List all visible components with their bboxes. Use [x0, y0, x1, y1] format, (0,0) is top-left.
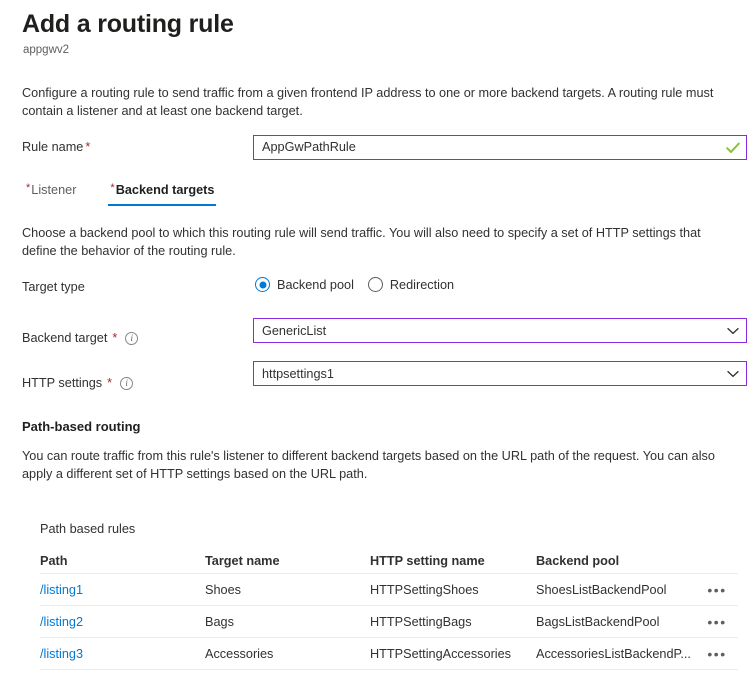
cell-actions: •••: [704, 617, 738, 627]
radio-redirection-label: Redirection: [389, 277, 455, 292]
rule-name-label: Rule name*: [22, 140, 90, 154]
cell-http-setting-name: HTTPSettingAccessories: [370, 646, 512, 661]
info-icon[interactable]: i: [120, 376, 134, 390]
cell-path: /listing2: [40, 615, 205, 629]
tab-listener-asterisk: *: [26, 182, 31, 194]
radio-option-backend-pool[interactable]: Backend pool: [255, 277, 354, 292]
http-settings-label: HTTP settings * i: [22, 376, 134, 390]
tab-list: *Listener *Backend targets: [20, 183, 220, 206]
table-row: /listing1 Shoes HTTPSettingShoes ShoesLi…: [40, 574, 738, 606]
table-caption: Path based rules: [40, 522, 136, 536]
target-type-label: Target type: [22, 280, 85, 294]
tab-backend-targets[interactable]: *Backend targets: [104, 183, 220, 206]
cell-path: /listing3: [40, 647, 205, 661]
radio-redirection-icon[interactable]: [367, 277, 383, 292]
radio-backend-pool-icon[interactable]: [255, 277, 270, 292]
http-settings-label-text: HTTP settings: [22, 376, 103, 390]
section-description: Choose a backend pool to which this rout…: [22, 226, 701, 258]
rule-name-value: AppGwPathRule: [262, 140, 356, 154]
path-based-rules-table: Path Target name HTTP setting name Backe…: [40, 548, 738, 670]
radio-backend-pool-label: Backend pool: [277, 277, 354, 292]
table-row: /listing3 Accessories HTTPSettingAccesso…: [40, 638, 738, 670]
http-settings-select[interactable]: httpsettings1: [253, 361, 747, 386]
cell-actions: •••: [704, 585, 738, 595]
required-asterisk: *: [85, 140, 91, 154]
backend-target-value: GenericList: [262, 323, 327, 338]
target-type-radio-group: Backend pool Redirection: [255, 277, 454, 292]
path-link[interactable]: /listing3: [40, 646, 84, 661]
page-title: Add a routing rule: [22, 10, 234, 38]
http-settings-asterisk: *: [107, 376, 113, 390]
cell-target-name: Shoes: [205, 582, 241, 597]
tab-backend-targets-asterisk: *: [110, 182, 115, 194]
backend-target-label: Backend target * i: [22, 331, 139, 345]
cell-target-name: Accessories: [205, 646, 274, 661]
info-icon[interactable]: i: [125, 331, 139, 345]
column-header-target-name: Target name: [205, 553, 280, 568]
rule-name-input[interactable]: AppGwPathRule: [253, 135, 747, 160]
cell-actions: •••: [704, 649, 738, 659]
rule-name-label-text: Rule name: [22, 140, 84, 154]
check-icon: [722, 136, 744, 159]
cell-backend-pool: AccessoriesListBackendP...: [536, 646, 691, 661]
column-header-path: Path: [40, 553, 68, 568]
cell-backend-pool: BagsListBackendPool: [536, 614, 660, 629]
tab-listener[interactable]: *Listener: [20, 183, 82, 206]
radio-option-redirection[interactable]: Redirection: [367, 277, 455, 292]
path-link[interactable]: /listing1: [40, 582, 84, 597]
backend-target-asterisk: *: [112, 331, 118, 345]
path-based-routing-description: You can route traffic from this rule's l…: [22, 449, 715, 481]
column-header-http-setting-name: HTTP setting name: [370, 553, 485, 568]
page-subtitle: appgwv2: [23, 44, 70, 56]
more-options-icon[interactable]: •••: [707, 584, 727, 595]
more-options-icon[interactable]: •••: [707, 648, 727, 659]
table-header-row: Path Target name HTTP setting name Backe…: [40, 548, 738, 574]
chevron-down-icon: [720, 362, 746, 385]
table-row: /listing2 Bags HTTPSettingBags BagsListB…: [40, 606, 738, 638]
backend-target-label-text: Backend target: [22, 331, 108, 345]
intro-description: Configure a routing rule to send traffic…: [22, 86, 714, 118]
chevron-down-icon: [720, 319, 746, 342]
http-settings-value: httpsettings1: [262, 366, 334, 381]
cell-target-name: Bags: [205, 614, 234, 629]
more-options-icon[interactable]: •••: [707, 616, 727, 627]
tab-backend-targets-label: Backend targets: [115, 183, 215, 197]
column-header-backend-pool: Backend pool: [536, 553, 620, 568]
cell-path: /listing1: [40, 583, 205, 597]
cell-http-setting-name: HTTPSettingShoes: [370, 582, 479, 597]
cell-http-setting-name: HTTPSettingBags: [370, 614, 472, 629]
path-based-routing-title: Path-based routing: [22, 419, 141, 434]
tab-listener-label: Listener: [31, 183, 77, 197]
backend-target-select[interactable]: GenericList: [253, 318, 747, 343]
cell-backend-pool: ShoesListBackendPool: [536, 582, 667, 597]
path-link[interactable]: /listing2: [40, 614, 84, 629]
